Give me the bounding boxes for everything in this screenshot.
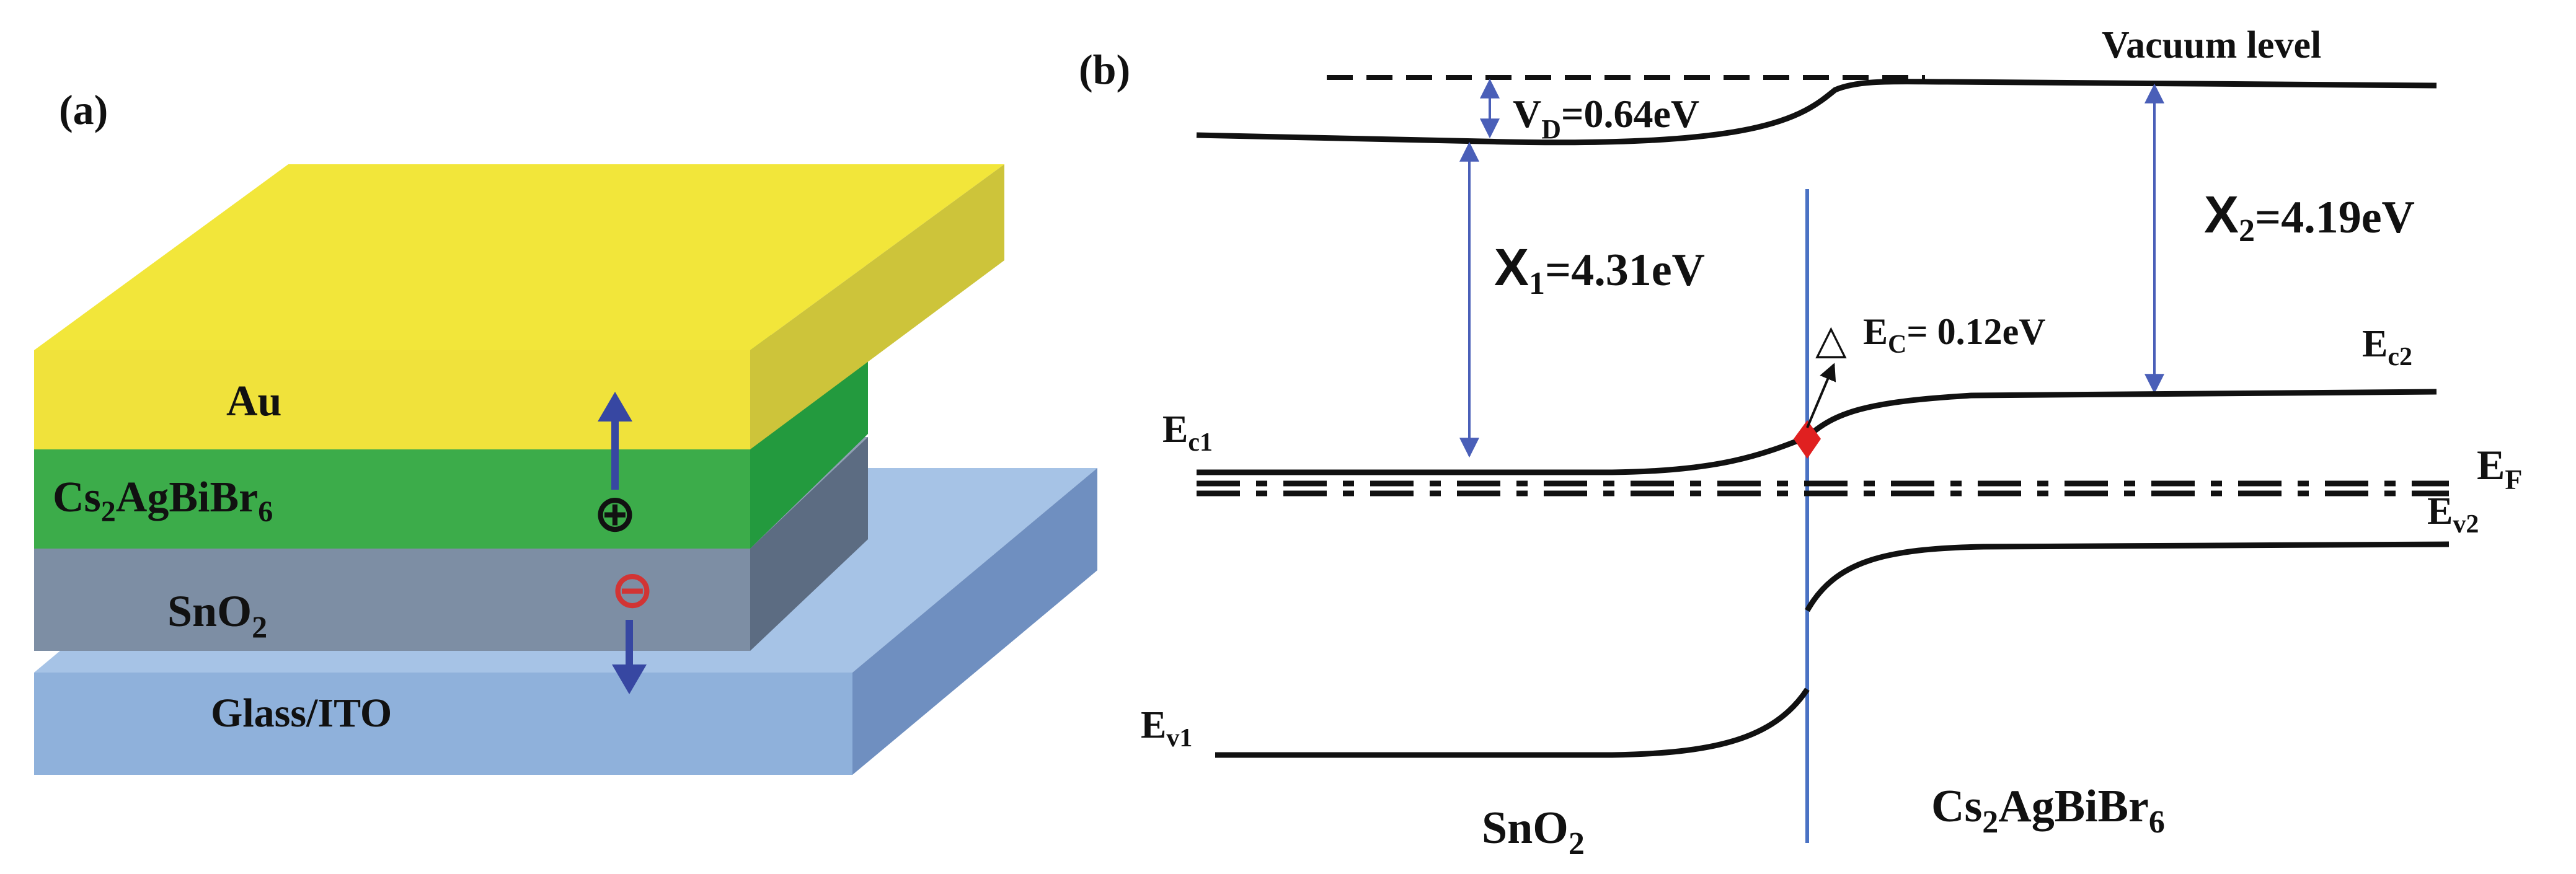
ev1-label: Ev1 — [1141, 704, 1192, 753]
vacuum-level-label: Vacuum level — [2102, 24, 2321, 66]
sno2-layer-label: SnO2 — [167, 586, 267, 644]
au-layer-label: Au — [226, 377, 281, 425]
valence-band-left-curve — [1215, 687, 1810, 758]
x1-label: X1=4.31eV — [1494, 238, 1705, 301]
panel-b-label: (b) — [1079, 46, 1130, 93]
x2-label: X2=4.19eV — [2204, 185, 2415, 249]
cs2agbibr6-layer-label: Cs2AgBiBr6 — [53, 474, 273, 528]
ec2-label: Ec2 — [2362, 323, 2412, 371]
vd-label: VD=0.64eV — [1513, 92, 1699, 144]
layer-au: Au — [34, 164, 1004, 449]
panel-a: (a) Glass/ITO SnO2 Cs2AgBiBr6 Au — [34, 86, 1097, 775]
carrier-arrows: ⊕ ⊖ — [593, 392, 654, 694]
delta-icon: △ — [1815, 316, 1847, 362]
hole-up-arrowhead — [598, 392, 632, 422]
glass-ito-label: Glass/ITO — [211, 691, 392, 736]
band-offset-marker — [1794, 420, 1821, 459]
cs2agbibr6-region-label: Cs2AgBiBr6 — [1931, 781, 2165, 840]
ev2-label: Ev2 — [2427, 490, 2479, 539]
valence-band-right-curve — [1805, 541, 2450, 612]
plus-icon: ⊕ — [593, 484, 637, 542]
panel-a-label: (a) — [59, 86, 108, 133]
ef-label: EF — [2477, 441, 2522, 495]
ec1-label: Ec1 — [1162, 408, 1213, 457]
vacuum-level-curve — [1196, 79, 2437, 146]
delta-ec-label: EC= 0.12eV — [1863, 311, 2046, 359]
panel-b: (b) Vacuum level VD=0.64eV X1=4.31eV X2=… — [1079, 24, 2522, 862]
electron-down-arrowhead — [612, 664, 647, 694]
sno2-region-label: SnO2 — [1482, 803, 1585, 862]
band-offset-pointer — [1806, 363, 1836, 428]
minus-icon: ⊖ — [611, 560, 654, 619]
